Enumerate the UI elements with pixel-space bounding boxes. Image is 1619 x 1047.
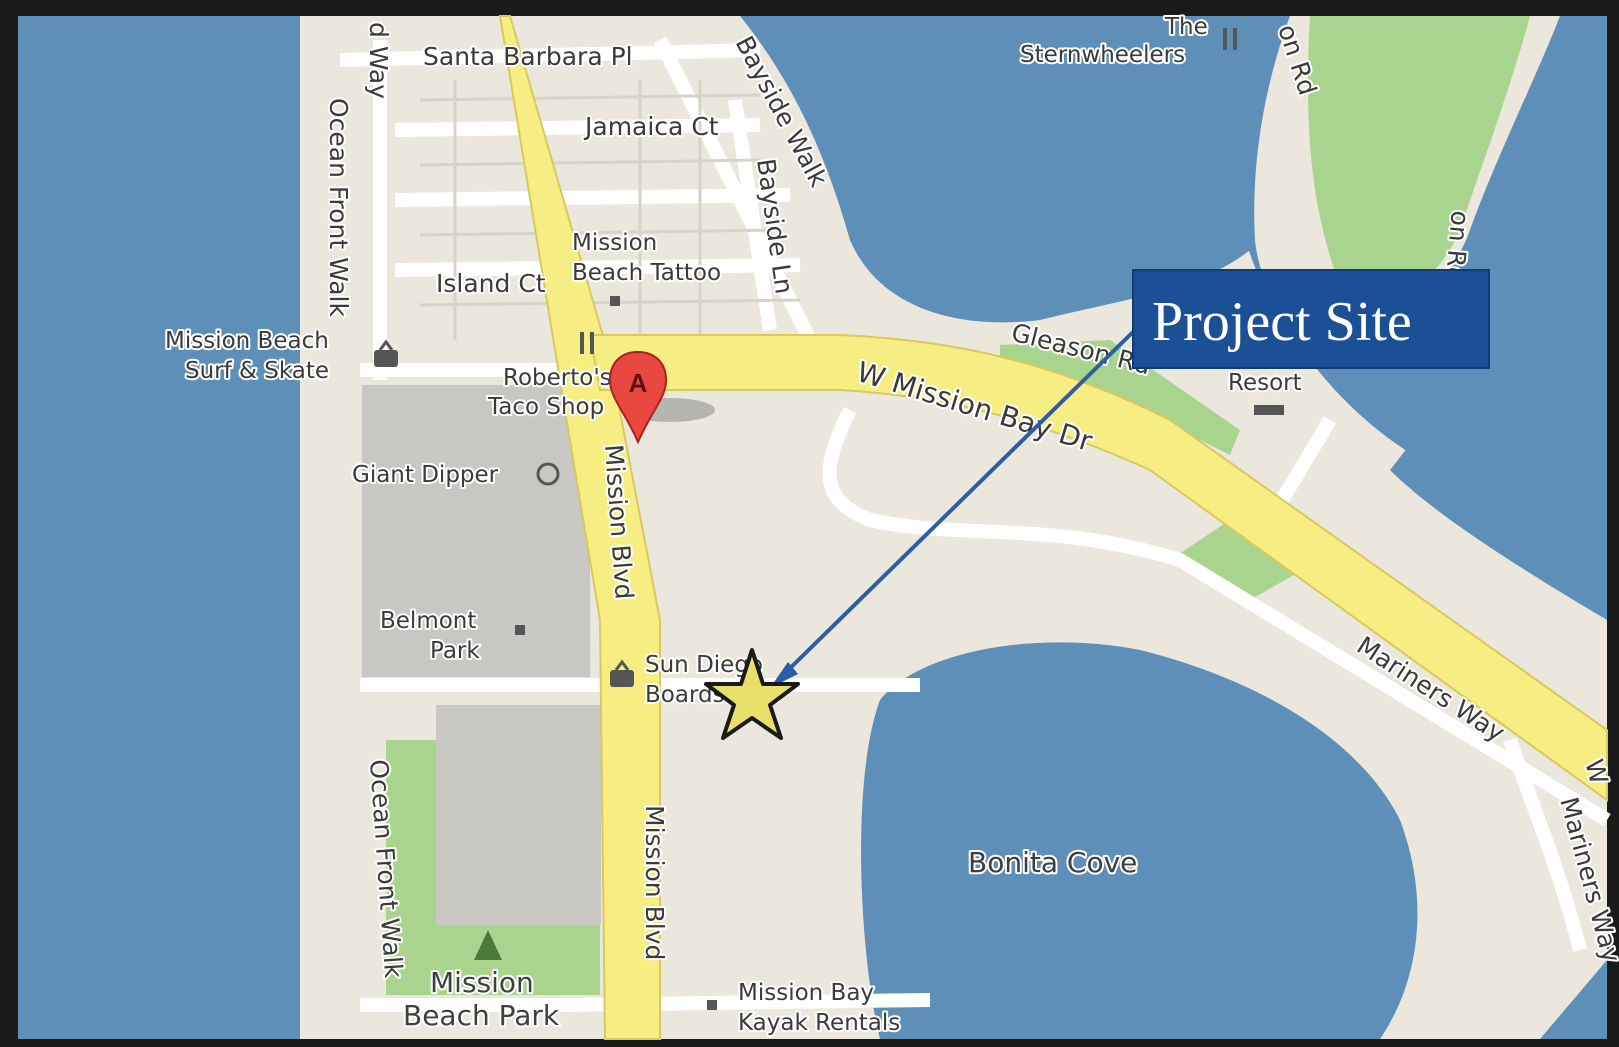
- label-robertos-1: Roberto's: [503, 365, 612, 391]
- east-bay-water: [1390, 16, 1607, 620]
- poi-square-icon-2: [515, 625, 525, 635]
- label-giant-dipper: Giant Dipper: [352, 462, 499, 488]
- callout-arrow: [770, 328, 1137, 688]
- restaurant-icon-2: [580, 332, 594, 354]
- label-mission-beach-park-1: Mission: [430, 966, 534, 999]
- bonita-cove-water: [861, 642, 1418, 1039]
- amusement-block: [362, 385, 590, 677]
- label-belmont-park-1: Belmont: [380, 608, 476, 634]
- label-tattoo-2: Beach Tattoo: [572, 260, 721, 286]
- project-site-callout[interactable]: Project Site: [1132, 269, 1490, 369]
- label-island-ct: Island Ct: [436, 269, 546, 298]
- label-mission-blvd-south: Mission Blvd: [640, 805, 669, 960]
- poi-square-icon-3: [707, 1000, 717, 1010]
- label-sternwheelers-2: Sternwheelers: [1020, 42, 1185, 68]
- restaurant-icon: [1223, 28, 1237, 50]
- island-park: [1308, 16, 1530, 320]
- label-santa-barbara-pl: Santa Barbara Pl: [423, 42, 633, 71]
- label-surf-skate-2: Surf & Skate: [185, 358, 329, 384]
- parking-block: [436, 705, 601, 925]
- mission-blvd-road: [498, 15, 661, 1040]
- label-robertos-2: Taco Shop: [487, 394, 604, 420]
- label-bonita-cove: Bonita Cove: [968, 846, 1137, 879]
- location-marker-a[interactable]: A: [608, 350, 715, 445]
- amusement-ride-icon: [536, 462, 560, 486]
- park-strip-2: [1170, 520, 1320, 600]
- w-mission-bay-dr-road: [588, 334, 1608, 802]
- label-belmont-park-2: Park: [430, 638, 480, 664]
- lodging-icon: [1254, 405, 1284, 415]
- project-site-star-icon[interactable]: [704, 648, 800, 740]
- label-kayak-1: Mission Bay: [738, 980, 874, 1006]
- label-ocean-front-walk-north: Ocean Front Walk: [324, 98, 353, 317]
- label-jamaica-ct: Jamaica Ct: [583, 112, 719, 141]
- label-resort: Resort: [1228, 370, 1302, 396]
- upper-bay-water: [740, 16, 1280, 323]
- shopping-bag-icon-2: [610, 659, 634, 687]
- label-way-fragment: d Way: [364, 22, 393, 99]
- label-sternwheelers-1: The: [1164, 14, 1208, 40]
- label-surf-skate-1: Mission Beach: [165, 328, 329, 354]
- poi-square-icon: [610, 296, 620, 306]
- callout-label: Project Site: [1152, 291, 1412, 353]
- label-tattoo-1: Mission: [572, 230, 657, 256]
- label-kayak-2: Kayak Rentals: [738, 1010, 900, 1036]
- shopping-bag-icon: [374, 339, 398, 367]
- tree-icon: [474, 930, 502, 960]
- marker-letter: A: [629, 368, 648, 398]
- label-mission-beach-park-2: Beach Park: [403, 999, 560, 1032]
